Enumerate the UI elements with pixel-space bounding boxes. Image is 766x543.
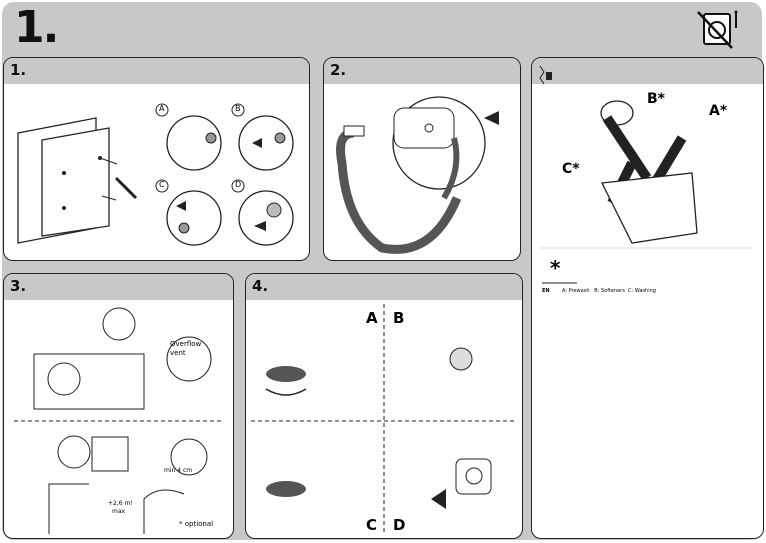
callout-a: A* bbox=[709, 103, 728, 119]
callout-c: C* bbox=[562, 161, 580, 177]
washer-install-icon bbox=[697, 10, 738, 49]
panel-label: 4. bbox=[252, 277, 269, 295]
circle-label-a: A bbox=[159, 104, 165, 113]
panel-label: 1. bbox=[10, 61, 27, 79]
circle-label-d: D bbox=[235, 180, 242, 189]
water-hose-illustration bbox=[336, 96, 499, 254]
panel-header: 4. bbox=[246, 274, 522, 300]
circle-label-c: C bbox=[159, 180, 165, 189]
panel-label: 2. bbox=[330, 61, 347, 79]
max-label: max bbox=[112, 508, 126, 515]
legend-text: A: Prewash B: Softeners C: Washing bbox=[562, 288, 656, 294]
panel-step-1: 1. A B C bbox=[3, 57, 310, 261]
max-height-label: +2,6 m! bbox=[108, 500, 133, 507]
drain-hose-illustration bbox=[14, 307, 223, 534]
leveling-feet-illustration bbox=[251, 304, 517, 534]
panel-step-4: 4. A B C D bbox=[245, 273, 523, 539]
detergent-drawer-illustration bbox=[539, 65, 752, 284]
panel-detergent-drawer: B* A* C* * EN A: Prewash B: Softeners C:… bbox=[531, 57, 764, 539]
panel-header: 3. bbox=[4, 274, 233, 300]
optional-text: optional bbox=[184, 520, 214, 528]
min-distance-label: min 4 cm bbox=[164, 467, 193, 474]
panel-label: 3. bbox=[10, 277, 27, 295]
panel-header: 2. bbox=[324, 58, 520, 84]
language-code: EN bbox=[542, 288, 550, 294]
panel-header bbox=[532, 58, 763, 84]
step-letter-b: B bbox=[393, 309, 405, 327]
step-letter-c: C bbox=[366, 516, 378, 534]
circle-label-b: B bbox=[235, 104, 241, 113]
step-letter-d: D bbox=[393, 516, 406, 534]
overflow-vent-label: Overflow vent bbox=[170, 340, 202, 357]
optional-label: * optional bbox=[179, 520, 214, 528]
step-number: 1. bbox=[14, 2, 59, 53]
panel-header: 1. bbox=[4, 58, 309, 84]
asterisk-mark: * bbox=[550, 256, 561, 280]
callout-b: B* bbox=[647, 91, 665, 107]
panel-step-3: 3. Overflow vent min 4 cm +2,6 m! max * … bbox=[3, 273, 234, 539]
step-letter-a: A bbox=[366, 309, 378, 327]
panel-step-2: 2. bbox=[323, 57, 521, 261]
transport-bolts-illustration bbox=[17, 103, 294, 246]
